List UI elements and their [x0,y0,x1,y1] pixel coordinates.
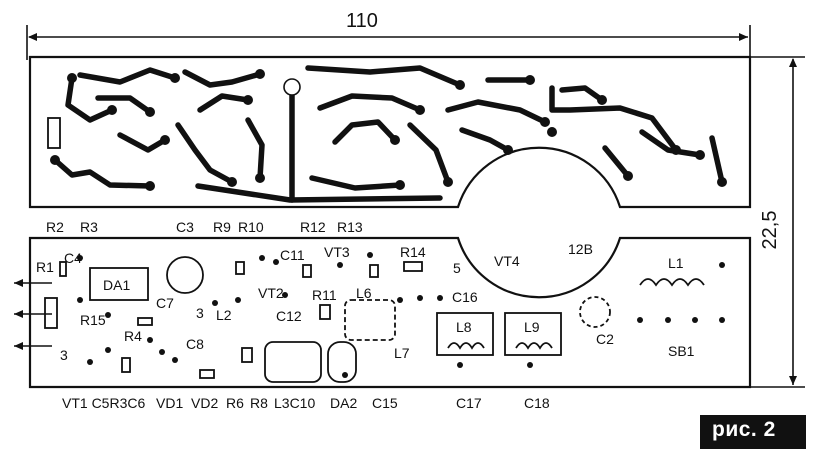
coil-l6 [344,299,396,341]
label-l3c10: L3C10 [274,395,315,411]
label-r6: R6 [226,395,244,411]
label-l6: L6 [356,285,372,301]
label-l1: L1 [668,255,684,271]
label-r1: R1 [36,259,54,275]
label-r10: R10 [238,219,264,235]
label-l2: L2 [216,307,232,323]
copper-traces [52,65,725,203]
label-r15: R15 [80,312,106,328]
label-12b: 12B [568,241,593,257]
label-r13: R13 [337,219,363,235]
dimension-height: 22,5 [750,56,805,388]
bottom-pads [77,252,725,378]
label-vt3: VT3 [324,244,350,260]
label-l7: L7 [394,345,410,361]
label-vd2: VD2 [191,395,218,411]
dimension-width-label: 110 [346,10,378,32]
capacitor-c2 [579,296,611,328]
coil-l9 [504,312,562,356]
label-r9: R9 [213,219,231,235]
label-pin3b: 3 [60,347,68,363]
chip-da1 [89,267,149,301]
label-vd1: VD1 [156,395,183,411]
label-c11: C11 [280,247,305,263]
chip-da2 [327,341,357,383]
top-pad-rect [47,117,61,149]
label-l9: L9 [524,319,540,335]
coil-l8 [436,312,494,356]
labels-middle-row: R2 R3 C3 R9 R10 R12 R13 [46,219,363,235]
capacitor-c3 [166,256,204,294]
figure-caption-badge [700,415,806,449]
label-l8: L8 [456,319,472,335]
label-c12: C12 [276,308,302,324]
label-r8: R8 [250,395,268,411]
label-c18: C18 [524,395,550,411]
label-r12: R12 [300,219,326,235]
label-pin3a: 3 [196,305,204,321]
label-c3: C3 [176,219,194,235]
label-sb1: SB1 [668,343,695,359]
pad-rect-left [44,297,58,329]
label-c8: C8 [186,336,204,352]
label-c16: C16 [452,289,478,305]
dimension-height-label: 22,5 [759,211,781,250]
label-r2: R2 [46,219,64,235]
label-c15: C15 [372,395,398,411]
label-vt4: VT4 [494,253,520,269]
label-c7: C7 [156,295,174,311]
label-c2: C2 [596,331,614,347]
label-c4: C4 [64,250,82,266]
label-r11: R11 [312,287,337,303]
dimension-width: 110 [26,10,751,60]
label-r14: R14 [400,244,426,260]
board-bottom-components: R1 C4 DA1 C11 VT3 R14 5 VT4 12B L1 VT2 R… [14,236,752,389]
label-pin5: 5 [453,260,461,276]
labels-bottom-row: VT1 C5R3C6 VD1 VD2 R6 R8 L3C10 DA2 C15 C… [62,395,550,411]
label-vt2: VT2 [258,285,284,301]
board-top-traces [28,55,752,209]
mounting-hole [283,78,301,96]
label-da1: DA1 [103,277,130,293]
solder-pads [50,69,727,191]
label-c17: C17 [456,395,482,411]
label-r3: R3 [80,219,98,235]
label-da2: DA2 [330,395,357,411]
figure-caption: рис. 2 [712,418,776,441]
label-vt1-c5r3c6: VT1 C5R3C6 [62,395,145,411]
coil-l3c10 [264,341,322,383]
label-r4: R4 [124,328,142,344]
coil-l1 [639,278,705,287]
